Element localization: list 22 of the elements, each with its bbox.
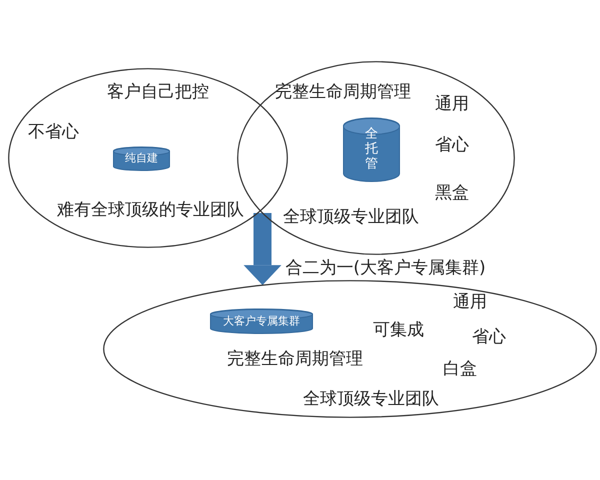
venn-ellipse — [103, 280, 597, 418]
feature-text: 省心 — [435, 137, 469, 154]
database-cylinder — [113, 147, 170, 171]
edge-label: 合二为一(大客户专属集群) — [285, 260, 486, 278]
database-cylinder — [343, 118, 400, 182]
feature-text: 难有全球顶级的专业团队 — [57, 202, 244, 219]
feature-text: 全球顶级专业团队 — [283, 209, 419, 226]
cylinder-label: 大客户专属集群 — [223, 315, 300, 328]
database-cylinder — [210, 309, 313, 334]
feature-text: 黑盒 — [435, 185, 469, 202]
feature-text: 通用 — [453, 294, 487, 311]
feature-text: 客户自己把控 — [107, 84, 209, 101]
cylinder-label: 全托管 — [365, 128, 378, 172]
feature-text: 通用 — [435, 96, 469, 113]
feature-text: 不省心 — [28, 124, 79, 141]
feature-text: 白盒 — [443, 361, 477, 378]
cylinder-label: 纯自建 — [125, 152, 158, 166]
feature-text: 完整生命周期管理 — [275, 84, 411, 101]
feature-text: 全球顶级专业团队 — [303, 391, 439, 408]
feature-text: 省心 — [472, 329, 506, 346]
feature-text: 完整生命周期管理 — [227, 351, 363, 368]
feature-text: 可集成 — [373, 322, 424, 339]
